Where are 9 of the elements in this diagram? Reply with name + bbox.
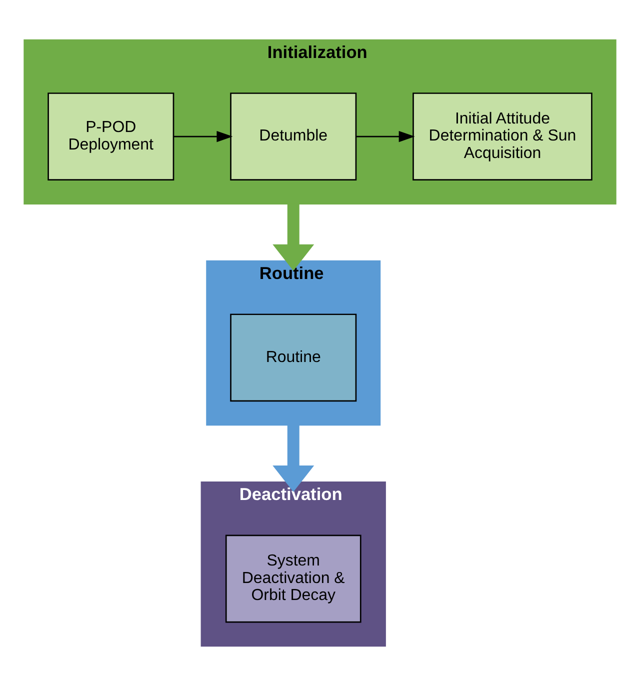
node-box: Routine xyxy=(230,313,357,402)
node-box: System Deactivation & Orbit Decay xyxy=(225,534,362,622)
arrow xyxy=(272,203,314,270)
node-box: Detumble xyxy=(230,92,357,180)
arrow xyxy=(174,130,233,142)
arrow xyxy=(356,130,415,142)
node-box: P-POD Deployment xyxy=(48,92,174,180)
arrow xyxy=(272,424,314,492)
node-box: Initial Attitude Determination & Sun Acquisition xyxy=(412,92,592,180)
